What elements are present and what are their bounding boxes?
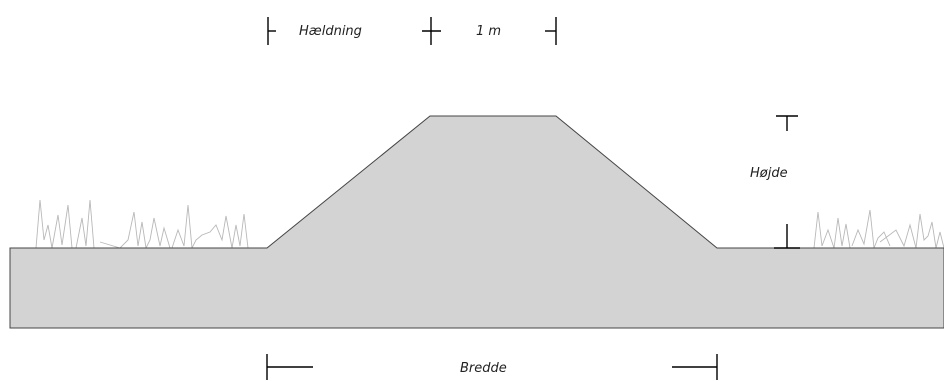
crest-dimension-markers <box>267 17 557 45</box>
grass-left <box>35 199 249 250</box>
height-dimension-markers <box>774 115 800 249</box>
base-width-label: Bredde <box>460 361 507 376</box>
crest-width-label: 1 m <box>476 24 501 39</box>
dike-body <box>9 115 944 329</box>
base-width-dimension-markers <box>266 354 718 380</box>
slope-label: Hældning <box>299 24 362 39</box>
grass-right <box>813 209 944 249</box>
height-label: Højde <box>750 166 788 181</box>
